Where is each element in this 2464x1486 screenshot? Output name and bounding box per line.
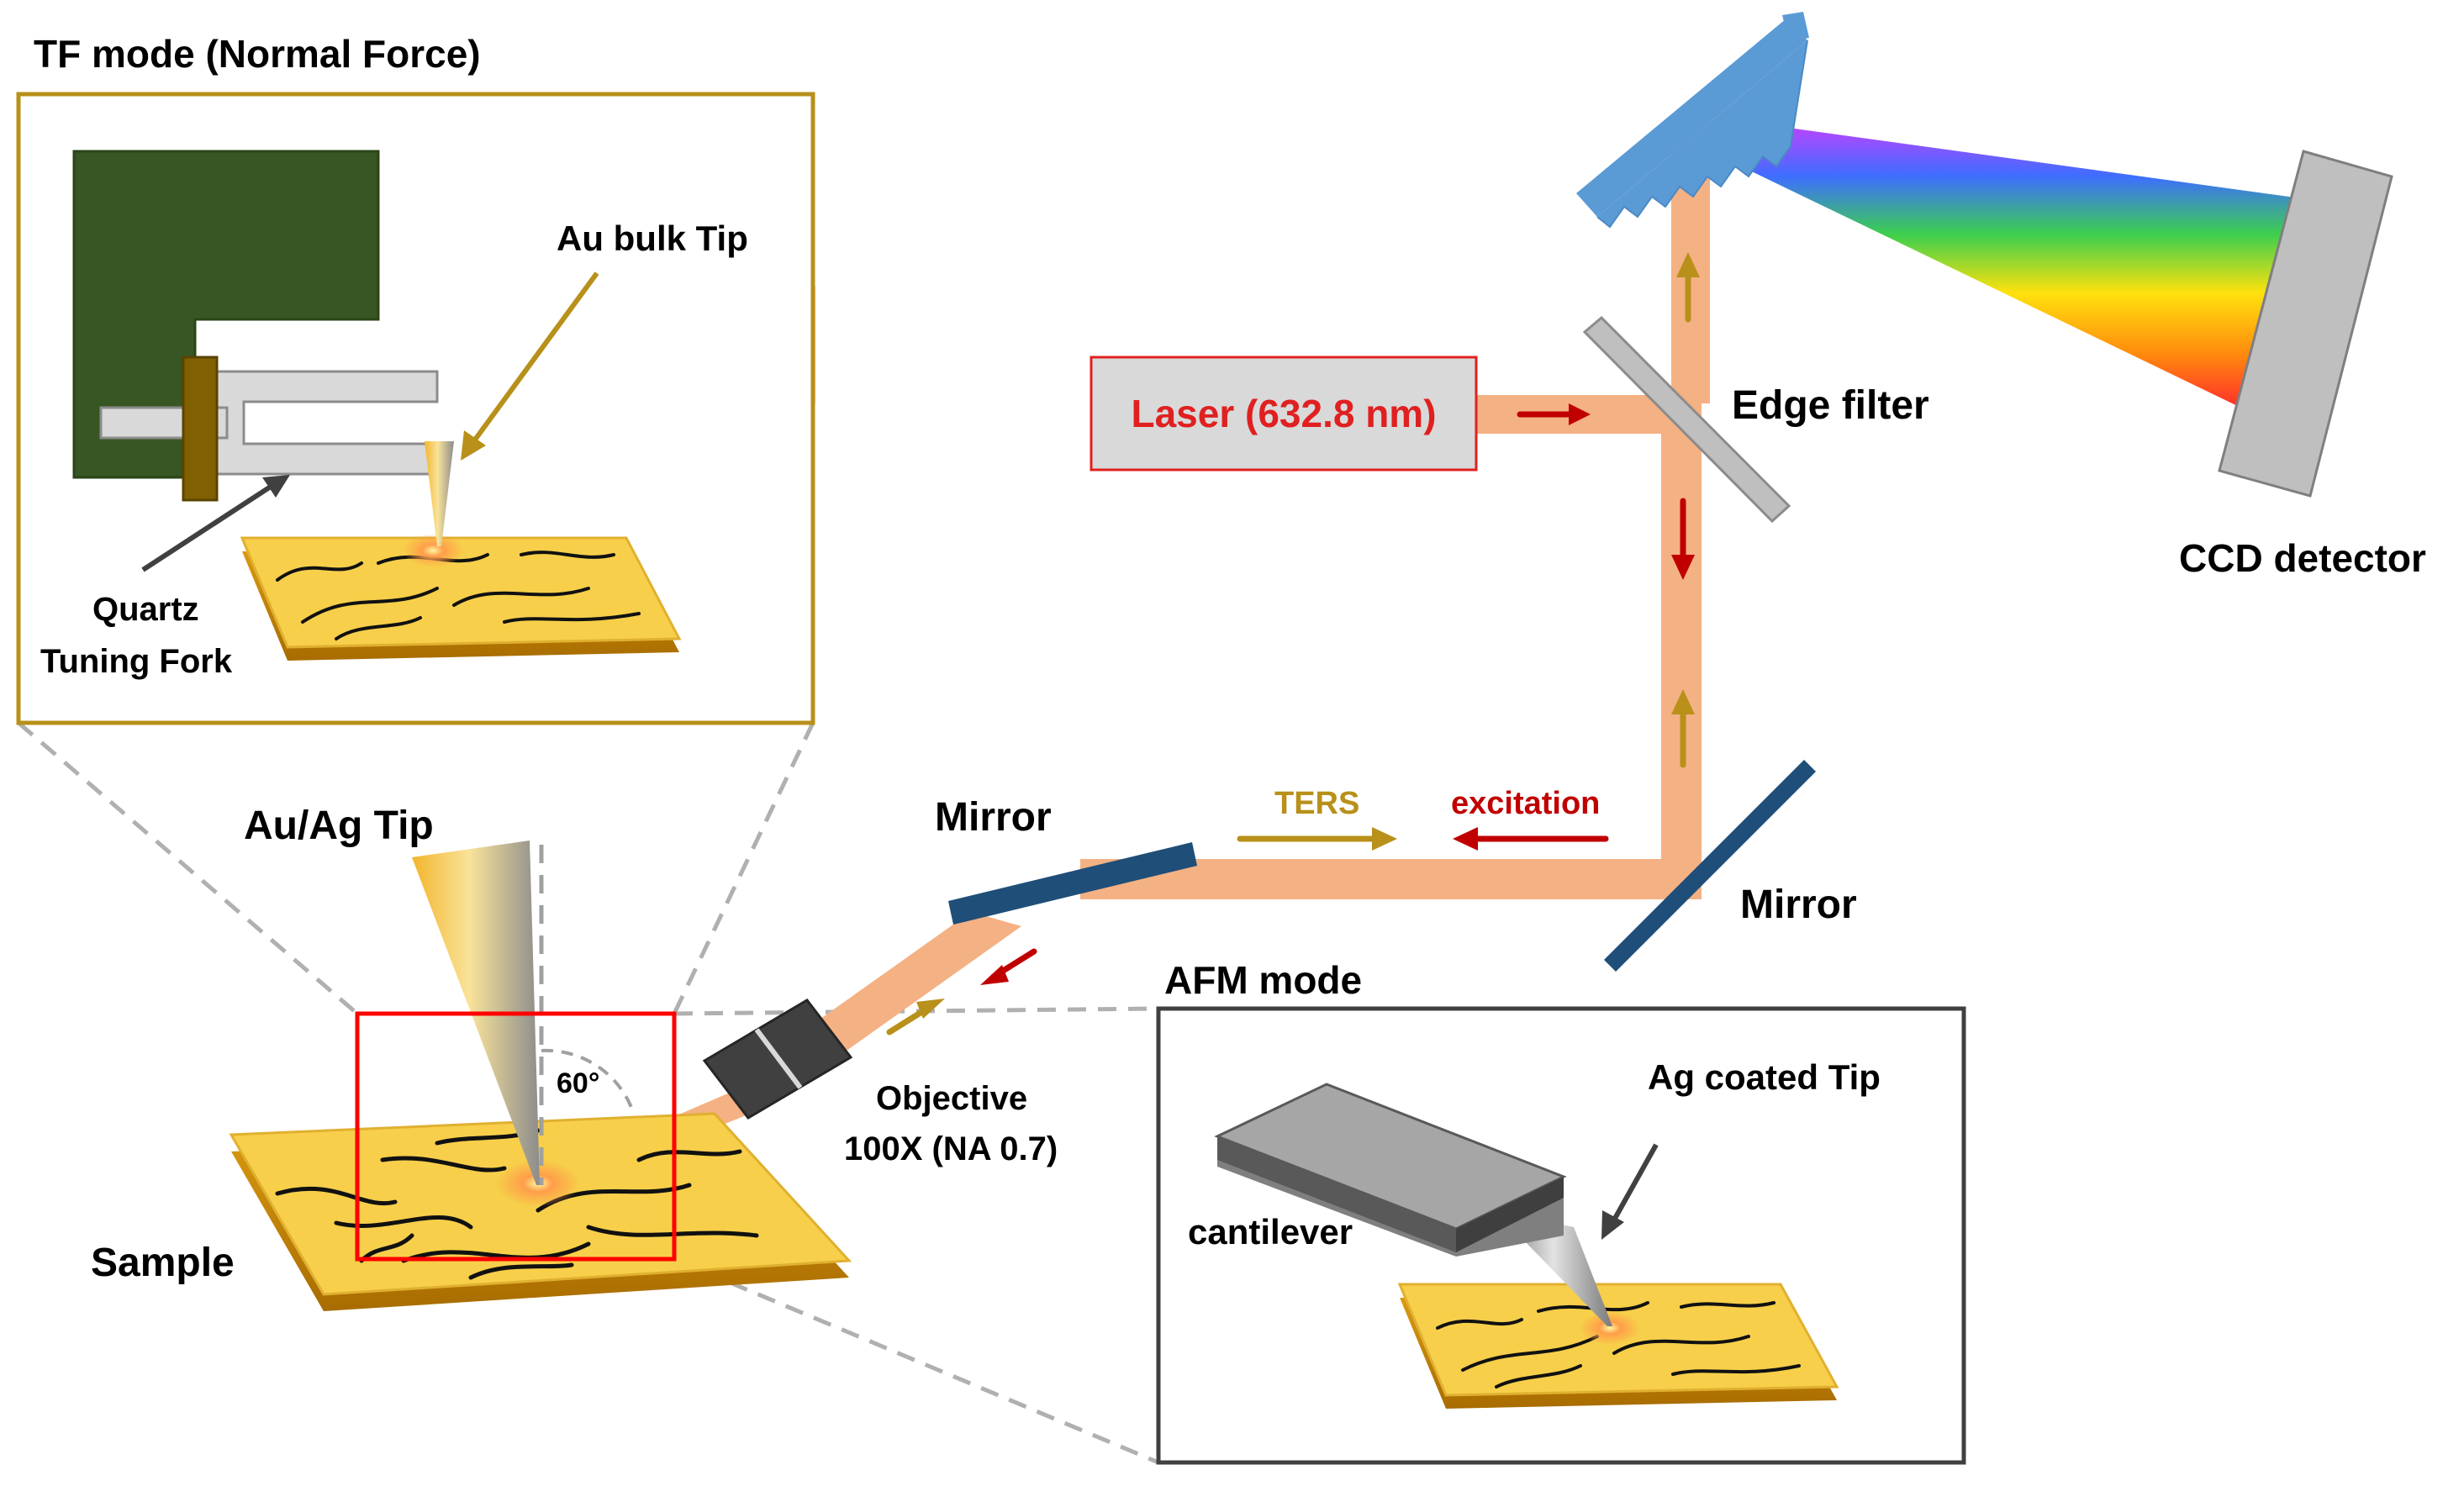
left-mirror [948,842,1197,925]
ccd-detector-icon [2218,150,2393,498]
angle-label: 60° [557,1067,599,1099]
laser-label: Laser (632.8 nm) [1131,392,1436,435]
objective-label: Objective [876,1080,1027,1117]
quartz-label: Quartz [92,591,199,628]
tf-mode-title: TF mode (Normal Force) [34,32,481,76]
right-mirror [1604,760,1816,972]
au-ag-tip-label: Au/Ag Tip [244,804,434,848]
diffraction-grating-icon [1576,12,1809,229]
sample-label: Sample [91,1241,235,1285]
ccd-detector-label: CCD detector [2179,536,2426,580]
edge-filter-icon [1582,315,1791,524]
dispersed-spectrum [1710,118,2295,410]
au-bulk-tip-label: Au bulk Tip [557,219,748,258]
ters-label: TERS [1274,786,1359,821]
excitation-label: excitation [1451,786,1600,821]
left-mirror-label: Mirror [935,795,1052,840]
beam-direction-arrows [886,252,1700,1035]
ag-coated-tip-label: Ag coated Tip [1648,1057,1881,1097]
right-mirror-label: Mirror [1740,883,1857,927]
tuning-fork-label: Tuning Fork [40,643,233,680]
main-sample [229,1112,852,1311]
objective-lens-icon [702,999,853,1120]
zoom-region-box [355,1011,677,1262]
zoom-guide-lines [17,721,1159,1465]
cantilever-label: cantilever [1188,1212,1353,1252]
objective-spec-label: 100X (NA 0.7) [844,1130,1058,1167]
afm-mode-title: AFM mode [1164,958,1362,1002]
edge-filter-label: Edge filter [1732,383,1929,428]
laser-source-icon: Laser (632.8 nm) [1090,356,1478,472]
tf-mode-inset [16,92,815,725]
afm-mode-inset [1156,1006,1966,1465]
